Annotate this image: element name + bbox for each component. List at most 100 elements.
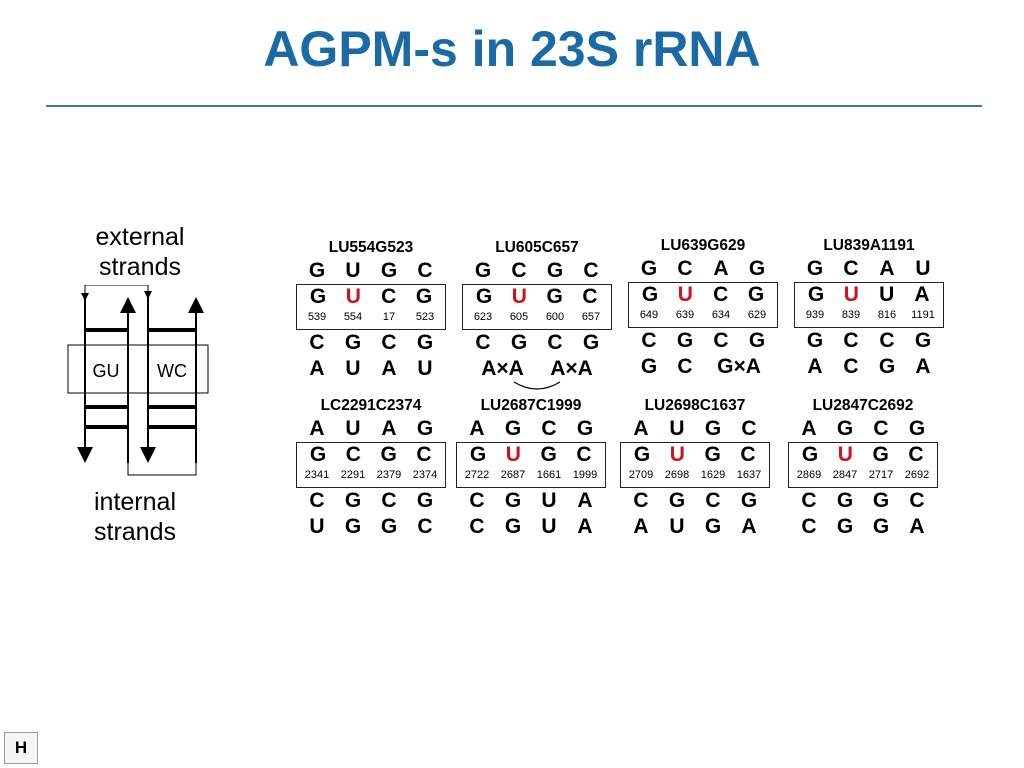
nucleotide: U <box>915 257 931 280</box>
nucleotide: G <box>380 515 398 538</box>
nucleotide: G <box>872 515 890 538</box>
nucleotide: C <box>843 257 859 280</box>
nucleotide: A <box>741 515 757 538</box>
position-number: 17 <box>382 311 396 323</box>
nucleotide: G <box>704 443 721 466</box>
nucleotide: G <box>668 489 686 512</box>
nucleotide: C <box>641 329 657 352</box>
position-number: 605 <box>509 311 529 323</box>
nucleotide: G <box>546 285 563 308</box>
nucleotide: C <box>677 355 693 378</box>
mismatch-pair: A×A <box>550 357 593 380</box>
nucleotide: C <box>713 329 729 352</box>
nucleotide: C <box>801 489 817 512</box>
nucleotide: U <box>417 357 433 380</box>
external-bracket-left <box>84 285 152 299</box>
nucleotide: G <box>416 331 434 354</box>
nucleotide: C <box>741 417 757 440</box>
nucleotide: C <box>740 443 756 466</box>
internal-label-line-2: strands <box>94 518 176 546</box>
mismatch-arc <box>513 381 561 390</box>
nucleotide: G <box>380 443 397 466</box>
nucleotide: G <box>740 489 758 512</box>
nucleotide: G <box>469 443 487 466</box>
nucleotide: G <box>510 331 528 354</box>
nucleotide: C <box>416 443 432 466</box>
motif-name: LU639G629 <box>660 237 746 254</box>
position-number: 816 <box>877 309 897 321</box>
nucleotide: A <box>807 355 823 378</box>
position-number: 523 <box>415 311 435 323</box>
corner-badge: H <box>4 732 38 764</box>
nucleotide: U <box>309 515 325 538</box>
position-number: 629 <box>747 309 767 321</box>
nucleotide: A <box>381 357 397 380</box>
nucleotide: G <box>748 257 766 280</box>
nucleotide: G <box>704 515 722 538</box>
internal-bracket <box>127 463 197 476</box>
nucleotide: G <box>416 417 434 440</box>
motif-name: LU2687C1999 <box>480 397 582 414</box>
nucleotide: G <box>704 417 722 440</box>
nucleotide: G <box>640 257 658 280</box>
nucleotide: C <box>475 331 491 354</box>
position-number: 2687 <box>500 469 526 481</box>
position-number: 600 <box>545 311 565 323</box>
position-number: 2374 <box>412 469 438 481</box>
external-strands-label: external strands <box>60 222 220 282</box>
motif-name: LU554G523 <box>328 239 414 256</box>
nucleotide: G <box>807 283 825 306</box>
nucleotide: C <box>309 489 325 512</box>
highlighted-nucleotide: U <box>345 285 361 308</box>
position-number: 2341 <box>304 469 330 481</box>
nucleotide: G <box>908 417 926 440</box>
nucleotide: C <box>908 443 924 466</box>
internal-strands-label: internal strands <box>55 487 215 547</box>
internal-label-line-1: internal <box>94 488 176 516</box>
highlighted-nucleotide: U <box>511 285 527 308</box>
nucleotide: G <box>801 443 819 466</box>
nucleotide: C <box>417 259 433 282</box>
nucleotide: C <box>713 283 729 306</box>
nucleotide: A <box>381 417 397 440</box>
position-number: 2379 <box>376 469 402 481</box>
nucleotide: C <box>541 417 557 440</box>
nucleotide: G <box>914 329 932 352</box>
position-number: 839 <box>841 309 861 321</box>
nucleotide: G <box>836 417 854 440</box>
nucleotide: C <box>547 331 563 354</box>
nucleotide: G <box>415 285 433 308</box>
nucleotide: U <box>541 489 557 512</box>
nucleotide: G <box>633 443 651 466</box>
nucleotide: A <box>909 515 925 538</box>
motif-name: LU605C657 <box>495 239 579 256</box>
motif-name: LU839A1191 <box>823 237 915 254</box>
nucleotide: C <box>583 259 599 282</box>
nucleotide: C <box>843 355 859 378</box>
nucleotide: A <box>577 515 593 538</box>
position-number: 1661 <box>536 469 562 481</box>
nucleotide: C <box>381 489 397 512</box>
position-number: 1191 <box>911 309 935 321</box>
nucleotide: C <box>469 489 485 512</box>
nucleotide: G <box>344 331 362 354</box>
position-number: 2291 <box>340 469 366 481</box>
